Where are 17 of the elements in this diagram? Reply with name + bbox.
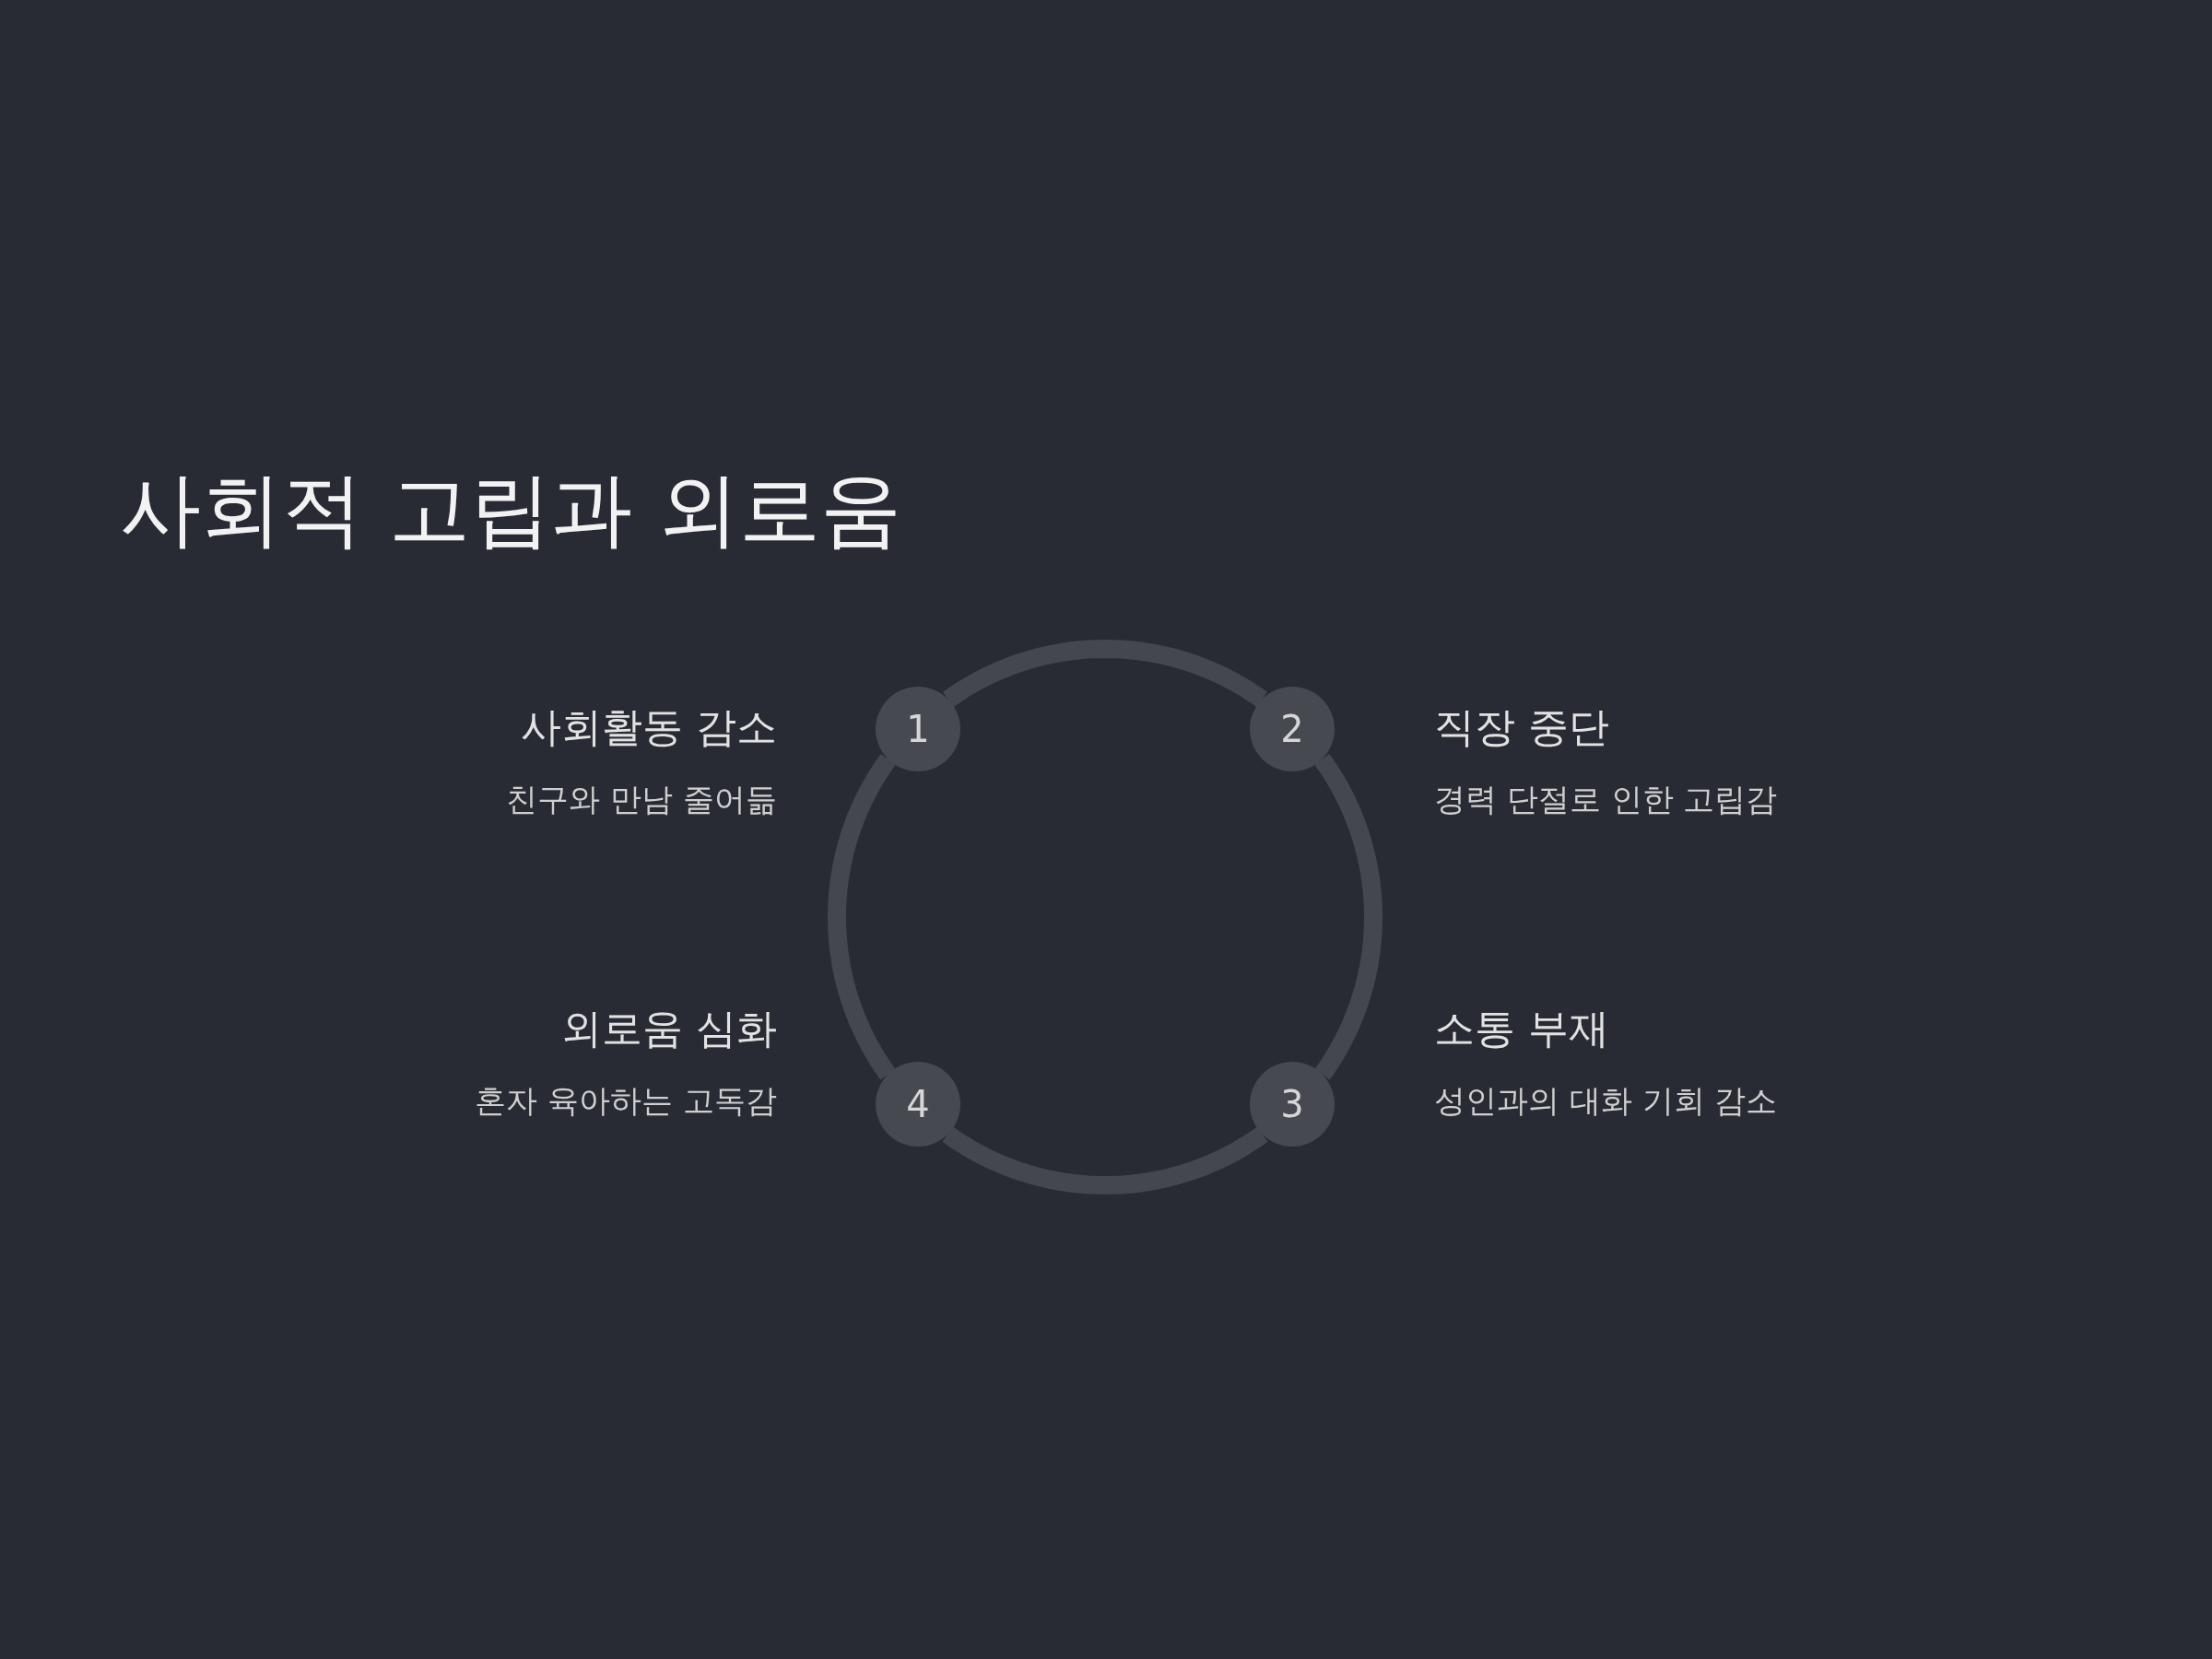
step-number: 3 <box>1280 1086 1304 1123</box>
step-number: 2 <box>1280 711 1304 747</box>
step-description: 혼자 육아하는 고독감 <box>475 1082 777 1120</box>
step-number: 1 <box>906 711 930 747</box>
step-description: 성인과의 대화 기회 감소 <box>1434 1082 1778 1120</box>
ring-arc <box>943 640 1267 708</box>
ring-arc <box>942 1126 1268 1194</box>
step-number: 4 <box>906 1086 930 1123</box>
step-description: 경력 단절로 인한 고립감 <box>1434 781 1778 818</box>
ring-arc <box>828 753 896 1080</box>
ring-arc <box>1314 753 1382 1080</box>
step-heading: 외로움 심화 <box>561 1005 777 1053</box>
title: 사회적 고립과 외로움 <box>120 465 901 555</box>
step-heading: 직장 중단 <box>1434 703 1609 752</box>
step-description: 친구와 만남 줄어듦 <box>506 781 777 818</box>
step-heading: 사회활동 감소 <box>521 703 777 752</box>
step-heading: 소통 부재 <box>1434 1005 1609 1053</box>
